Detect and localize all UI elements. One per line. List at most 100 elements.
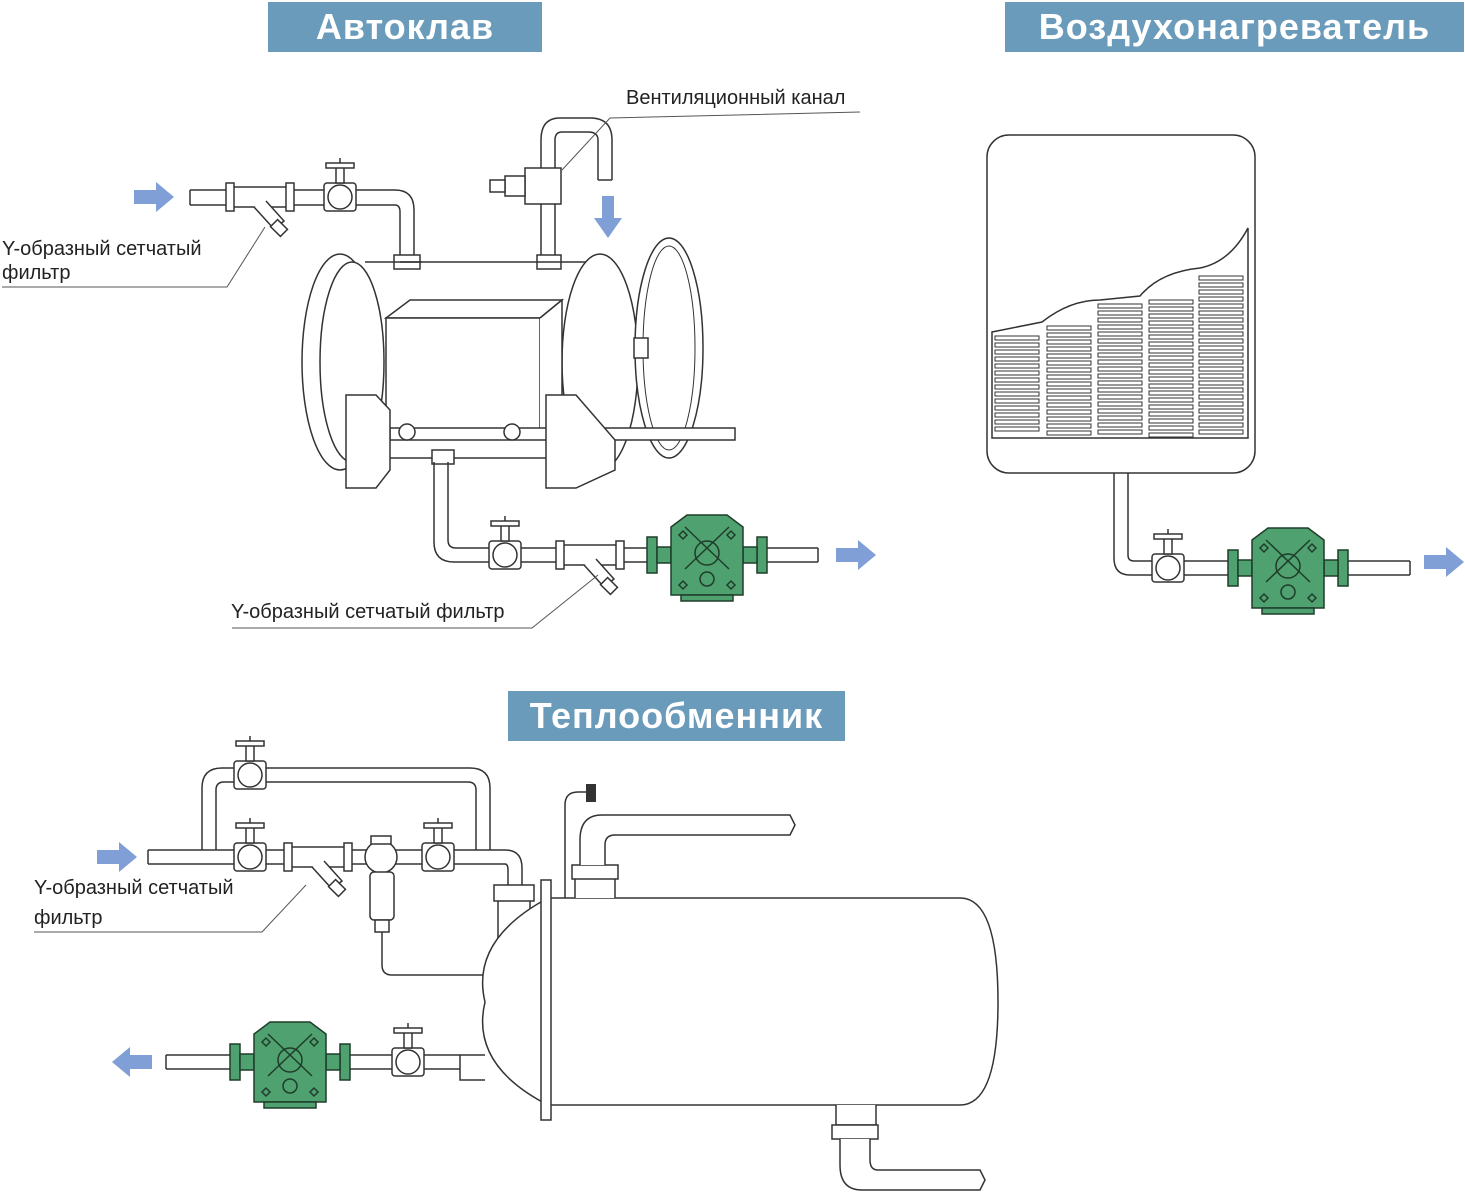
heater-fin xyxy=(994,412,1040,418)
heater-fin xyxy=(1046,388,1092,394)
heater-fin xyxy=(1097,359,1143,365)
heater-fin xyxy=(1046,423,1092,429)
heater-fin xyxy=(1198,303,1244,309)
heater-fin xyxy=(1148,341,1194,347)
heater-fin xyxy=(1097,380,1143,386)
heater-fin xyxy=(1097,373,1143,379)
heater-fin xyxy=(994,405,1040,411)
heater-fin xyxy=(1148,432,1194,438)
heater-fin xyxy=(1046,360,1092,366)
heater-fin xyxy=(1148,425,1194,431)
heater-fin xyxy=(1148,327,1194,333)
heater-fin xyxy=(1097,387,1143,393)
heater-fin xyxy=(994,342,1040,348)
heater-fin xyxy=(1198,401,1244,407)
heater-fin xyxy=(1148,334,1194,340)
label-y-filter-bottom-1: Y-образный сетчатый xyxy=(34,877,234,899)
heater-fin xyxy=(1198,429,1244,435)
valve-bypass xyxy=(233,735,267,790)
heater-fin xyxy=(1148,390,1194,396)
heater-fin xyxy=(1198,338,1244,344)
heater-fin xyxy=(1198,296,1244,302)
heater-fin xyxy=(1097,422,1143,428)
heater-fin xyxy=(1148,355,1194,361)
title-autoclave: Автоклав xyxy=(268,2,542,52)
heater-fin xyxy=(1046,353,1092,359)
steam-trap-heat-exchanger xyxy=(229,1021,351,1109)
heater-fin xyxy=(1046,402,1092,408)
heater-fin xyxy=(1097,366,1143,372)
valve-downstream-hx xyxy=(421,817,455,872)
heater-fin xyxy=(1097,352,1143,358)
steam-trap-air-heater xyxy=(1227,527,1349,615)
label-y-filter-top-2: фильтр xyxy=(2,262,71,284)
heater-fin xyxy=(1097,324,1143,330)
heater-fin xyxy=(1148,313,1194,319)
heater-fin xyxy=(1097,303,1143,309)
heater-fin xyxy=(1148,383,1194,389)
heater-fin xyxy=(1046,339,1092,345)
heater-fin xyxy=(1198,394,1244,400)
heater-fin xyxy=(1198,373,1244,379)
heater-fin xyxy=(1198,408,1244,414)
heater-fin xyxy=(1198,310,1244,316)
heater-fin xyxy=(1198,352,1244,358)
heater-fin xyxy=(994,370,1040,376)
heater-fin xyxy=(1046,381,1092,387)
heater-fin xyxy=(1148,299,1194,305)
heater-fin xyxy=(1097,317,1143,323)
heater-fin xyxy=(994,377,1040,383)
heater-fin xyxy=(1148,376,1194,382)
heater-fin xyxy=(1046,367,1092,373)
heater-fin xyxy=(1198,415,1244,421)
heater-fin xyxy=(1198,282,1244,288)
heater-fin xyxy=(994,356,1040,362)
valve-top-inlet xyxy=(323,157,357,212)
outlet-arrow-autoclave xyxy=(836,540,876,570)
heater-fin xyxy=(994,384,1040,390)
heater-fin xyxy=(994,363,1040,369)
heater-fin xyxy=(1198,422,1244,428)
heater-fin xyxy=(994,426,1040,432)
heater-fin xyxy=(1148,306,1194,312)
outlet-arrow-heat-exchanger xyxy=(112,1047,152,1077)
heat-exchanger-diagram xyxy=(34,735,999,1191)
y-filter-mid xyxy=(555,540,625,596)
heater-fin xyxy=(994,391,1040,397)
inlet-arrow-heat-exchanger xyxy=(97,842,137,872)
heater-fin xyxy=(1198,366,1244,372)
heater-fin xyxy=(1046,346,1092,352)
heater-fin xyxy=(1148,411,1194,417)
valve-hx-outlet xyxy=(391,1022,425,1077)
label-vent-channel: Вентиляционный канал xyxy=(626,87,846,109)
heater-fin xyxy=(1097,345,1143,351)
control-valve xyxy=(364,840,398,874)
heater-fin xyxy=(1097,401,1143,407)
air-heater-diagram xyxy=(986,134,1464,615)
heater-fin xyxy=(1198,324,1244,330)
heater-fin xyxy=(1148,348,1194,354)
vent-valve xyxy=(524,167,562,205)
inlet-arrow-autoclave xyxy=(134,182,174,212)
heater-fin xyxy=(1148,320,1194,326)
heater-fin xyxy=(1097,408,1143,414)
heater-fin xyxy=(1198,380,1244,386)
valve-inlet-hx xyxy=(233,817,267,872)
heater-fin xyxy=(1148,404,1194,410)
y-filter-bottom xyxy=(283,842,353,898)
label-y-filter-top-1: Y-образный сетчатый xyxy=(2,238,202,260)
heater-fin xyxy=(1046,430,1092,436)
heater-fin xyxy=(994,398,1040,404)
heater-fin xyxy=(1046,416,1092,422)
heater-fin xyxy=(1046,332,1092,338)
valve-autoclave-outlet xyxy=(488,515,522,570)
heater-fin xyxy=(1148,369,1194,375)
valve-air-heater xyxy=(1151,528,1185,583)
heater-fin xyxy=(1097,429,1143,435)
heater-fin xyxy=(1046,395,1092,401)
heater-fin xyxy=(1198,275,1244,281)
heater-fin xyxy=(1097,338,1143,344)
steam-trap-autoclave xyxy=(646,514,768,602)
label-y-filter-mid: Y-образный сетчатый фильтр xyxy=(231,601,505,623)
